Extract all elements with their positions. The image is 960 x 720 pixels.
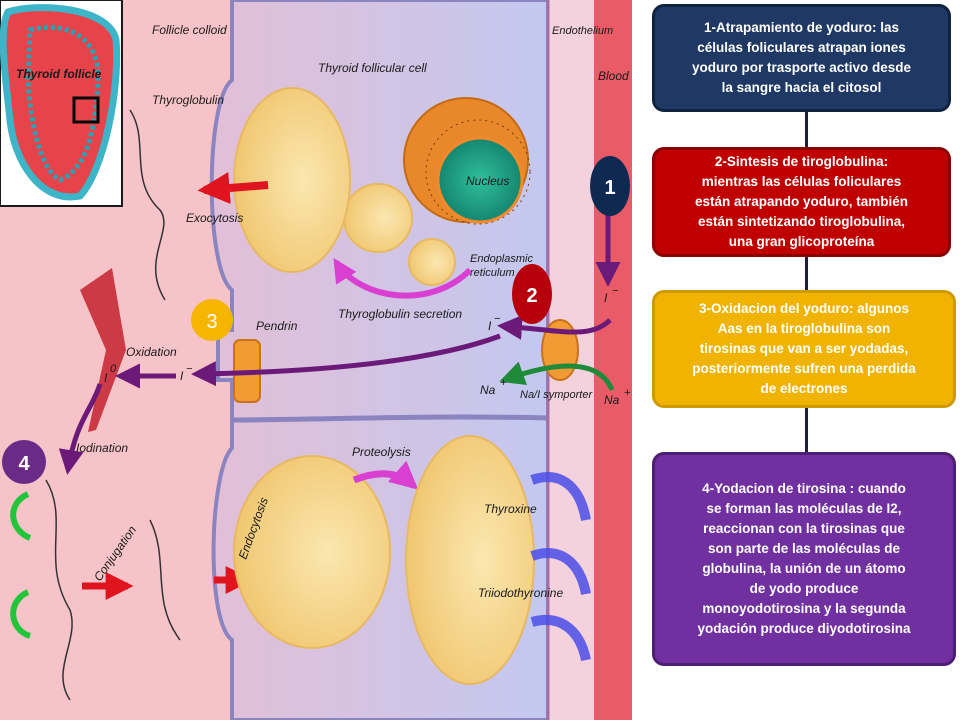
- step-2-line: están sintetizando tiroglobulina,: [697, 214, 905, 229]
- step-3-line: de electrones: [760, 381, 848, 396]
- iodine-zero-label: I: [104, 371, 108, 385]
- sodium-arrow: [499, 361, 615, 392]
- endoplasmic-label: Endoplasmic: [470, 253, 533, 265]
- endothelium-label: Endothelium: [552, 25, 613, 37]
- iodide-blood-minus: −: [612, 285, 619, 297]
- proteolysis-label: Proteolysis: [352, 445, 411, 459]
- iodide-cell-minus: −: [494, 313, 501, 325]
- exocytosis-vesicle: [233, 87, 351, 273]
- cell-junction: [231, 414, 549, 423]
- sodium-blood-label: Na: [604, 393, 620, 407]
- iodination-label: Iodination: [76, 441, 128, 455]
- thyroglobulin-secretion-label: Thyroglobulin secretion: [338, 307, 462, 321]
- er-vesicle-large: [343, 183, 413, 253]
- step-3-box: 3-Oxidacion del yoduro: algunos Aas en l…: [652, 290, 956, 408]
- iodide-colloid-label: I: [180, 369, 184, 383]
- step-4-line: se forman las moléculas de I2,: [706, 501, 902, 516]
- iodination-arrow: [58, 383, 103, 475]
- step-4-box: 4-Yodacion de tirosina : cuando se forma…: [652, 452, 956, 666]
- step-4-line: 4-Yodacion de tirosina : cuando: [702, 481, 906, 496]
- step-2-line: 2-Sintesis de tiroglobulina:: [714, 154, 889, 169]
- step-2-line: están atrapando yoduro, también: [694, 194, 909, 209]
- nucleus: Nucleus: [403, 97, 531, 225]
- iodine-zero-sup: 0: [110, 363, 117, 375]
- thyroxine-label: Thyroxine: [484, 502, 537, 516]
- step-marker-2: 2: [512, 264, 552, 324]
- step-1-box: 1-Atrapamiento de yoduro: las células fo…: [652, 4, 951, 112]
- follicle-colloid-label: Follicle colloid: [152, 23, 227, 37]
- follicular-cell-label: Thyroid follicular cell: [318, 61, 427, 75]
- er-vesicle-small: [408, 238, 456, 286]
- step-4-line: reaccionan con la tirosinas que: [703, 521, 905, 536]
- step-marker-1: 1: [590, 156, 630, 216]
- thyroglobulin-secretion-arrow: [333, 257, 473, 299]
- svg-text:1: 1: [604, 177, 615, 199]
- iodide-blood-label: I: [604, 291, 608, 305]
- step-1-line: yoduro por trasporte activo desde: [691, 60, 912, 75]
- lysosome: [405, 435, 535, 685]
- step-4-line: yodación produce diyodotirosina: [697, 621, 911, 636]
- nucleus-label: Nucleus: [466, 174, 509, 188]
- step-1-line: 1-Atrapamiento de yoduro: las: [703, 20, 900, 35]
- thyroglobulin-label: Thyroglobulin: [152, 93, 224, 107]
- iodide-colloid-minus: −: [186, 363, 193, 375]
- hormone-release-arrow-2: [530, 548, 591, 596]
- step-3-line: tirosinas que van a ser yodadas,: [699, 341, 909, 356]
- thyroid-follicle-inset: Thyroid follicle: [0, 0, 123, 207]
- step-4-line: monoyodotirosina y la segunda: [702, 601, 906, 616]
- green-curve-lower: [10, 589, 32, 639]
- exocytosis-label: Exocytosis: [186, 211, 243, 225]
- blood-label: Blood: [598, 69, 629, 83]
- reticulum-label: reticulum: [470, 267, 515, 279]
- exocytosis-arrow: [197, 172, 269, 204]
- iodide-cell-label: I: [488, 319, 492, 333]
- colloid-funnel-arrow: [80, 268, 126, 432]
- step-2-line: mientras las células foliculares: [701, 174, 902, 189]
- step-2-box: 2-Sintesis de tiroglobulina: mientras la…: [652, 147, 951, 257]
- endocytosis-vesicle: [233, 455, 391, 649]
- step-1-line: células foliculares atrapan iones: [697, 40, 906, 55]
- step-3-line: Aas en la tiroglobulina son: [717, 321, 891, 336]
- step-2-line: una gran glicoproteína: [728, 234, 875, 249]
- thyroid-follicle-label: Thyroid follicle: [16, 67, 102, 81]
- step-3-line: posteriormente sufren una perdida: [692, 361, 916, 376]
- step-1-line: la sangre hacia el citosol: [721, 80, 882, 95]
- step-4-line: son parte de las moléculas de: [707, 541, 901, 556]
- iodinated-thyroglobulin: [45, 479, 73, 701]
- svg-text:3: 3: [206, 311, 217, 333]
- oxidation-label: Oxidation: [126, 345, 177, 359]
- pendrin-label: Pendrin: [256, 319, 298, 333]
- sodium-in-plus: +: [500, 377, 507, 389]
- step-marker-4: 4: [2, 440, 46, 484]
- hormone-release-arrow-3: [530, 615, 591, 662]
- step-marker-3: 3: [191, 299, 233, 341]
- conjugated-thyroglobulin: [149, 519, 181, 641]
- triiodothyronine-label: Triiodothyronine: [478, 586, 563, 600]
- symporter-label: Na/I symporter: [520, 389, 593, 401]
- iodide-transport-arrow: [191, 333, 501, 387]
- sodium-in-label: Na: [480, 383, 496, 397]
- thyroglobulin-strand: [129, 109, 166, 301]
- thyroid-hormone-synthesis-diagram: Follicle colloid Endothelium Blood Thyro…: [0, 0, 632, 720]
- green-curve-upper: [10, 491, 32, 541]
- svg-text:4: 4: [18, 453, 30, 475]
- sodium-blood-plus: +: [624, 387, 631, 399]
- hormone-release-arrow-1: [530, 472, 591, 522]
- step-3-line: 3-Oxidacion del yoduro: algunos: [698, 301, 909, 316]
- step-4-line: globulina, la unión de un átomo: [702, 561, 906, 576]
- svg-text:2: 2: [526, 285, 537, 307]
- proteolysis-arrow: [352, 460, 419, 490]
- iodide-uptake-arrow: [497, 314, 612, 340]
- step-4-line: de yodo produce: [749, 581, 859, 596]
- blood-vessel: [594, 0, 632, 720]
